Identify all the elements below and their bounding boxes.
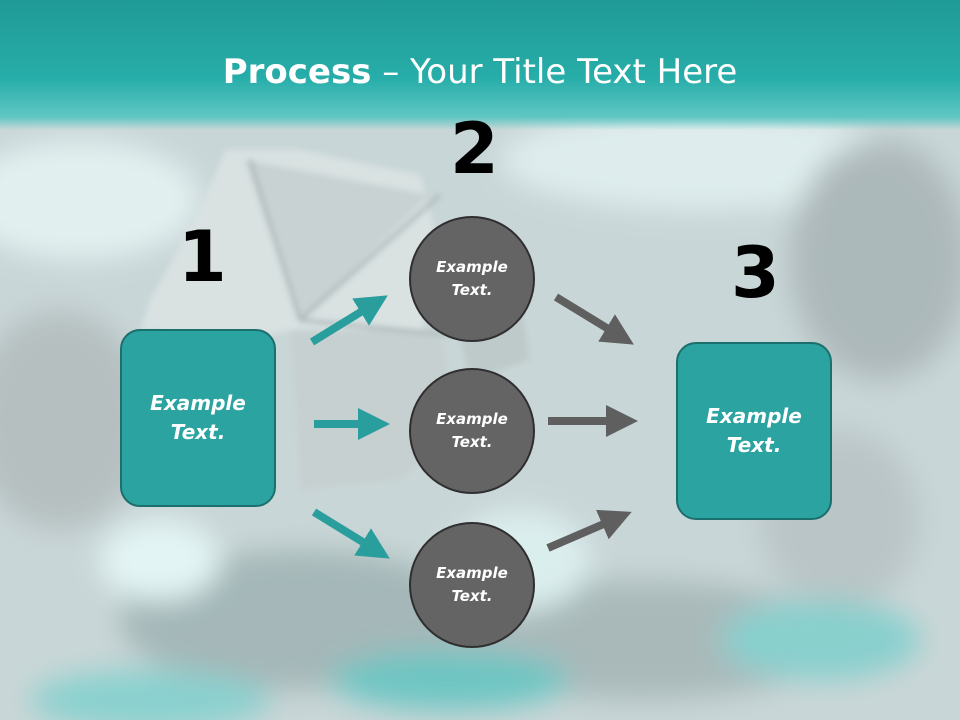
arrow-bottom-to-right — [546, 509, 632, 552]
top-circle-text: Example Text. — [436, 258, 508, 299]
title-rest: – Your Title Text Here — [371, 52, 738, 92]
arrow-top-to-right — [553, 293, 634, 345]
left-box: Example Text. — [120, 329, 276, 507]
bottom-circle: Example Text. — [409, 522, 535, 648]
arrow-left-to-bottom — [311, 508, 390, 559]
middle-circle: Example Text. — [409, 368, 535, 494]
header-band — [0, 0, 960, 130]
right-box: Example Text. — [676, 342, 832, 520]
top-circle: Example Text. — [409, 216, 535, 342]
step-number-1: 1 — [178, 216, 227, 298]
page-title: Process – Your Title Text Here — [0, 52, 960, 92]
left-box-text: Example Text. — [150, 391, 246, 444]
bottom-circle-text: Example Text. — [436, 564, 508, 605]
right-box-text: Example Text. — [706, 404, 802, 457]
middle-circle-text: Example Text. — [436, 410, 508, 451]
title-strong: Process — [222, 52, 372, 92]
step-number-3: 3 — [731, 232, 780, 314]
arrow-left-to-top — [309, 295, 388, 346]
step-number-2: 2 — [450, 108, 499, 190]
